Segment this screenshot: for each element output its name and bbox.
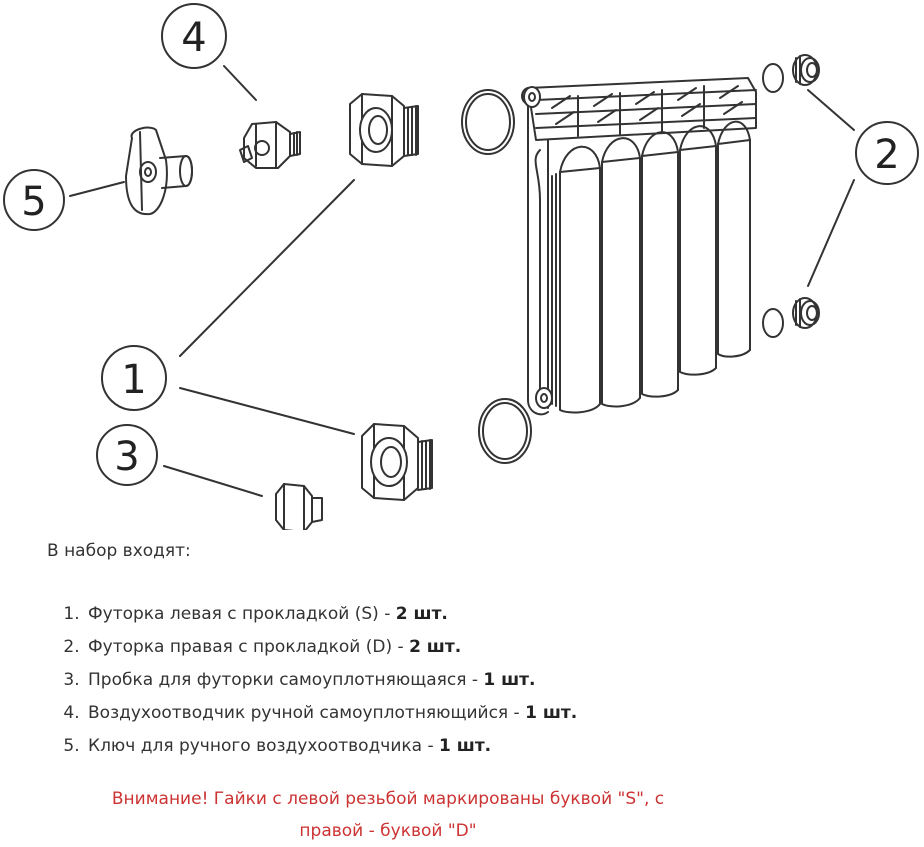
- kit-item-qty: 1 шт.: [439, 736, 492, 756]
- air-vent: [239, 121, 301, 169]
- adapter-top: [349, 89, 515, 167]
- warning-line-1: Внимание! Гайки с левой резьбой маркиров…: [111, 789, 665, 809]
- kit-list: Футорка левая с прокладкой (S) - 2 шт. Ф…: [63, 598, 577, 763]
- list-item: Воздухоотводчик ручной самоуплотняющийся…: [85, 697, 577, 730]
- kit-item-qty: 2 шт.: [395, 604, 448, 624]
- callout-label-2: 2: [874, 132, 899, 178]
- warning-note: Внимание! Гайки с левой резьбой маркиров…: [0, 783, 776, 847]
- leader-lines: [69, 65, 855, 497]
- kit-item-text: Ключ для ручного воздухоотводчика -: [88, 736, 440, 756]
- plug: [275, 483, 323, 530]
- right-plug-top: [762, 54, 820, 93]
- kit-item-text: Воздухоотводчик ручной самоуплотняющийся…: [88, 703, 526, 723]
- callout-circle-1: [101, 345, 167, 411]
- warning-line-2: правой - буквой "D": [299, 821, 477, 841]
- callout-circle-2: [855, 121, 919, 185]
- callout-circle-4: [161, 3, 227, 69]
- callout-label-4: 4: [181, 15, 206, 61]
- radiator-kit-diagram: 4 5 2 1 3: [3, 3, 919, 530]
- right-plug-bottom: [762, 297, 820, 338]
- callout-label-3: 3: [114, 434, 139, 480]
- callout-circle-5: [3, 169, 65, 231]
- list-item: Ключ для ручного воздухоотводчика - 1 шт…: [85, 730, 577, 763]
- kit-item-text: Пробка для футорки самоуплотняющаяся -: [88, 670, 484, 690]
- kit-item-qty: 2 шт.: [409, 637, 462, 657]
- kit-item-text: Футорка правая с прокладкой (D) -: [88, 637, 410, 657]
- callout-label-5: 5: [21, 179, 46, 225]
- vent-key: [125, 126, 193, 216]
- kit-item-qty: 1 шт.: [483, 670, 536, 690]
- radiator-illustration: [521, 77, 757, 416]
- kit-intro: В набор входят:: [47, 541, 191, 561]
- list-item: Футорка правая с прокладкой (D) - 2 шт.: [85, 631, 577, 664]
- callout-label-1: 1: [121, 357, 146, 403]
- kit-item-qty: 1 шт.: [525, 703, 578, 723]
- list-item: Пробка для футорки самоуплотняющаяся - 1…: [85, 664, 577, 697]
- kit-item-text: Футорка левая с прокладкой (S) -: [88, 604, 396, 624]
- list-item: Футорка левая с прокладкой (S) - 2 шт.: [85, 598, 577, 631]
- adapter-bottom: [361, 398, 532, 501]
- callout-circle-3: [96, 424, 158, 486]
